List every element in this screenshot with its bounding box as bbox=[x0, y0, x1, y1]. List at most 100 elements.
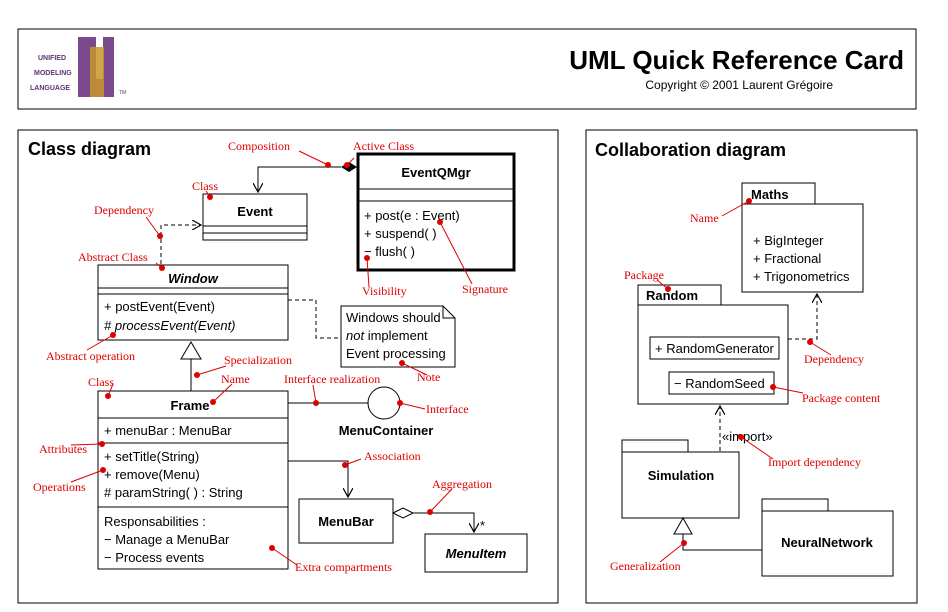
random-name: Random bbox=[646, 288, 698, 303]
maths-item-2: + Fractional bbox=[753, 251, 821, 266]
logo-tm: TM bbox=[119, 90, 126, 96]
menuitem-name: MenuItem bbox=[446, 546, 507, 561]
note-line-1: Windows should bbox=[346, 310, 441, 325]
collab-annotation-dots bbox=[665, 198, 813, 546]
maths-item-1: + BigInteger bbox=[753, 233, 824, 248]
specialization-triangle bbox=[180, 341, 202, 360]
eventqmgr-op-3: − flush( ) bbox=[364, 244, 415, 259]
ann-association: Association bbox=[364, 449, 421, 463]
menucontainer-label: MenuContainer bbox=[339, 423, 434, 438]
simulation-package: Simulation bbox=[621, 439, 740, 519]
logo-line-1: UNIFIED bbox=[38, 55, 66, 62]
ann-aggregation: Aggregation bbox=[432, 477, 492, 491]
uml-logo: UNIFIED MODELING LANGUAGE TM bbox=[30, 37, 126, 97]
frame-attribute: + menuBar : MenuBar bbox=[104, 423, 232, 438]
page-title: UML Quick Reference Card bbox=[569, 45, 904, 75]
collab-ann-package: Package bbox=[624, 268, 664, 282]
maths-package: Maths + BigInteger + Fractional + Trigon… bbox=[741, 182, 864, 293]
collab-ann-generalization: Generalization bbox=[610, 559, 681, 573]
ann-signature: Signature bbox=[462, 282, 508, 296]
eventqmgr-op-1: + post(e : Event) bbox=[364, 208, 460, 223]
simulation-name: Simulation bbox=[648, 468, 715, 483]
frame-extra-2: − Manage a MenuBar bbox=[104, 532, 230, 547]
random-seed-box bbox=[668, 371, 775, 395]
copyright: Copyright © 2001 Laurent Grégoire bbox=[645, 78, 833, 92]
frame-name: Frame bbox=[170, 398, 209, 413]
neuralnetwork-package: NeuralNetwork bbox=[761, 498, 894, 577]
event-class: Event bbox=[202, 193, 308, 241]
generalization-triangle bbox=[673, 516, 693, 535]
ann-name: Name bbox=[221, 372, 250, 386]
frame-extra-3: − Process events bbox=[104, 550, 205, 565]
menubar-name: MenuBar bbox=[318, 514, 374, 529]
window-op-1: + postEvent(Event) bbox=[104, 299, 215, 314]
ann-specialization: Specialization bbox=[224, 353, 292, 367]
import-label: «import» bbox=[722, 429, 773, 444]
collaboration-diagram-panel: Collaboration diagram Maths + BigInteger… bbox=[585, 129, 918, 604]
random-generator-box bbox=[649, 336, 780, 360]
ann-class-1: Class bbox=[192, 179, 218, 193]
random-package: Random + RandomGenerator − RandomSeed bbox=[637, 284, 789, 405]
multiplicity-label: * bbox=[480, 518, 485, 533]
ann-class-2: Class bbox=[88, 375, 114, 389]
frame-extra-1: Responsabilities : bbox=[104, 514, 206, 529]
ann-interface-realization: Interface realization bbox=[284, 372, 380, 386]
ann-visibility: Visibility bbox=[362, 284, 407, 298]
note-line-2: not implement bbox=[346, 328, 428, 343]
eventqmgr-op-2: + suspend( ) bbox=[364, 226, 437, 241]
composition-line bbox=[258, 166, 341, 192]
logo-line-2: MODELING bbox=[34, 70, 72, 77]
collab-ann-import-dependency: Import dependency bbox=[768, 455, 861, 469]
frame-op-1: + setTitle(String) bbox=[104, 449, 199, 464]
frame-class: Frame + menuBar : MenuBar + setTitle(Str… bbox=[97, 390, 289, 570]
collab-ann-package-content: Package content bbox=[802, 391, 881, 405]
ann-interface: Interface bbox=[426, 402, 469, 416]
ann-dependency: Dependency bbox=[94, 203, 154, 217]
class-annotations bbox=[70, 150, 473, 566]
aggregation-line bbox=[413, 512, 474, 532]
logo-line-3: LANGUAGE bbox=[30, 85, 70, 92]
menuitem-class: MenuItem bbox=[424, 533, 528, 573]
window-op-2: # processEvent(Event) bbox=[104, 318, 236, 333]
ann-abstract-class: Abstract Class bbox=[78, 250, 148, 264]
ann-abstract-operation: Abstract operation bbox=[46, 349, 135, 363]
ann-attributes: Attributes bbox=[39, 442, 87, 456]
maths-name: Maths bbox=[751, 187, 789, 202]
class-annotation-dots bbox=[99, 162, 443, 551]
ann-extra-compartments: Extra compartments bbox=[295, 560, 392, 574]
ann-active-class: Active Class bbox=[353, 139, 414, 153]
ann-composition: Composition bbox=[228, 139, 290, 153]
event-name: Event bbox=[237, 204, 273, 219]
ann-operations: Operations bbox=[33, 480, 86, 494]
window-name: Window bbox=[168, 271, 219, 286]
class-diagram-panel: Class diagram EventQMgr + post(e : Event… bbox=[17, 129, 559, 604]
eventqmgr-name: EventQMgr bbox=[401, 165, 470, 180]
frame-op-2: + remove(Menu) bbox=[104, 467, 200, 482]
collab-annotations bbox=[656, 200, 832, 563]
collab-ann-name: Name bbox=[690, 211, 719, 225]
frame-op-3: # paramString( ) : String bbox=[104, 485, 243, 500]
aggregation-diamond bbox=[391, 507, 415, 519]
maths-item-3: + Trigonometrics bbox=[753, 269, 850, 284]
neuralnetwork-name: NeuralNetwork bbox=[781, 535, 874, 550]
collab-dependency-line bbox=[788, 294, 817, 340]
note-line-3: Event processing bbox=[346, 346, 446, 361]
class-panel-title: Class diagram bbox=[28, 139, 151, 159]
generalization-line bbox=[682, 534, 762, 551]
collab-ann-dependency: Dependency bbox=[804, 352, 864, 366]
ann-note: Note bbox=[417, 370, 440, 384]
random-item-2: − RandomSeed bbox=[674, 376, 765, 391]
dependency-line bbox=[160, 225, 201, 264]
window-class: Window + postEvent(Event) # processEvent… bbox=[97, 264, 289, 341]
menubar-class: MenuBar bbox=[298, 498, 394, 544]
note-link bbox=[288, 299, 340, 339]
interface-circle bbox=[367, 386, 401, 420]
note-box: Windows should not implement Event proce… bbox=[340, 305, 456, 368]
random-item-1: + RandomGenerator bbox=[655, 341, 775, 356]
association-line bbox=[288, 460, 348, 497]
collab-panel-title: Collaboration diagram bbox=[595, 140, 786, 160]
eventqmgr-class: EventQMgr + post(e : Event) + suspend( )… bbox=[356, 152, 516, 272]
header-panel: UNIFIED MODELING LANGUAGE TM UML Quick R… bbox=[17, 28, 917, 110]
